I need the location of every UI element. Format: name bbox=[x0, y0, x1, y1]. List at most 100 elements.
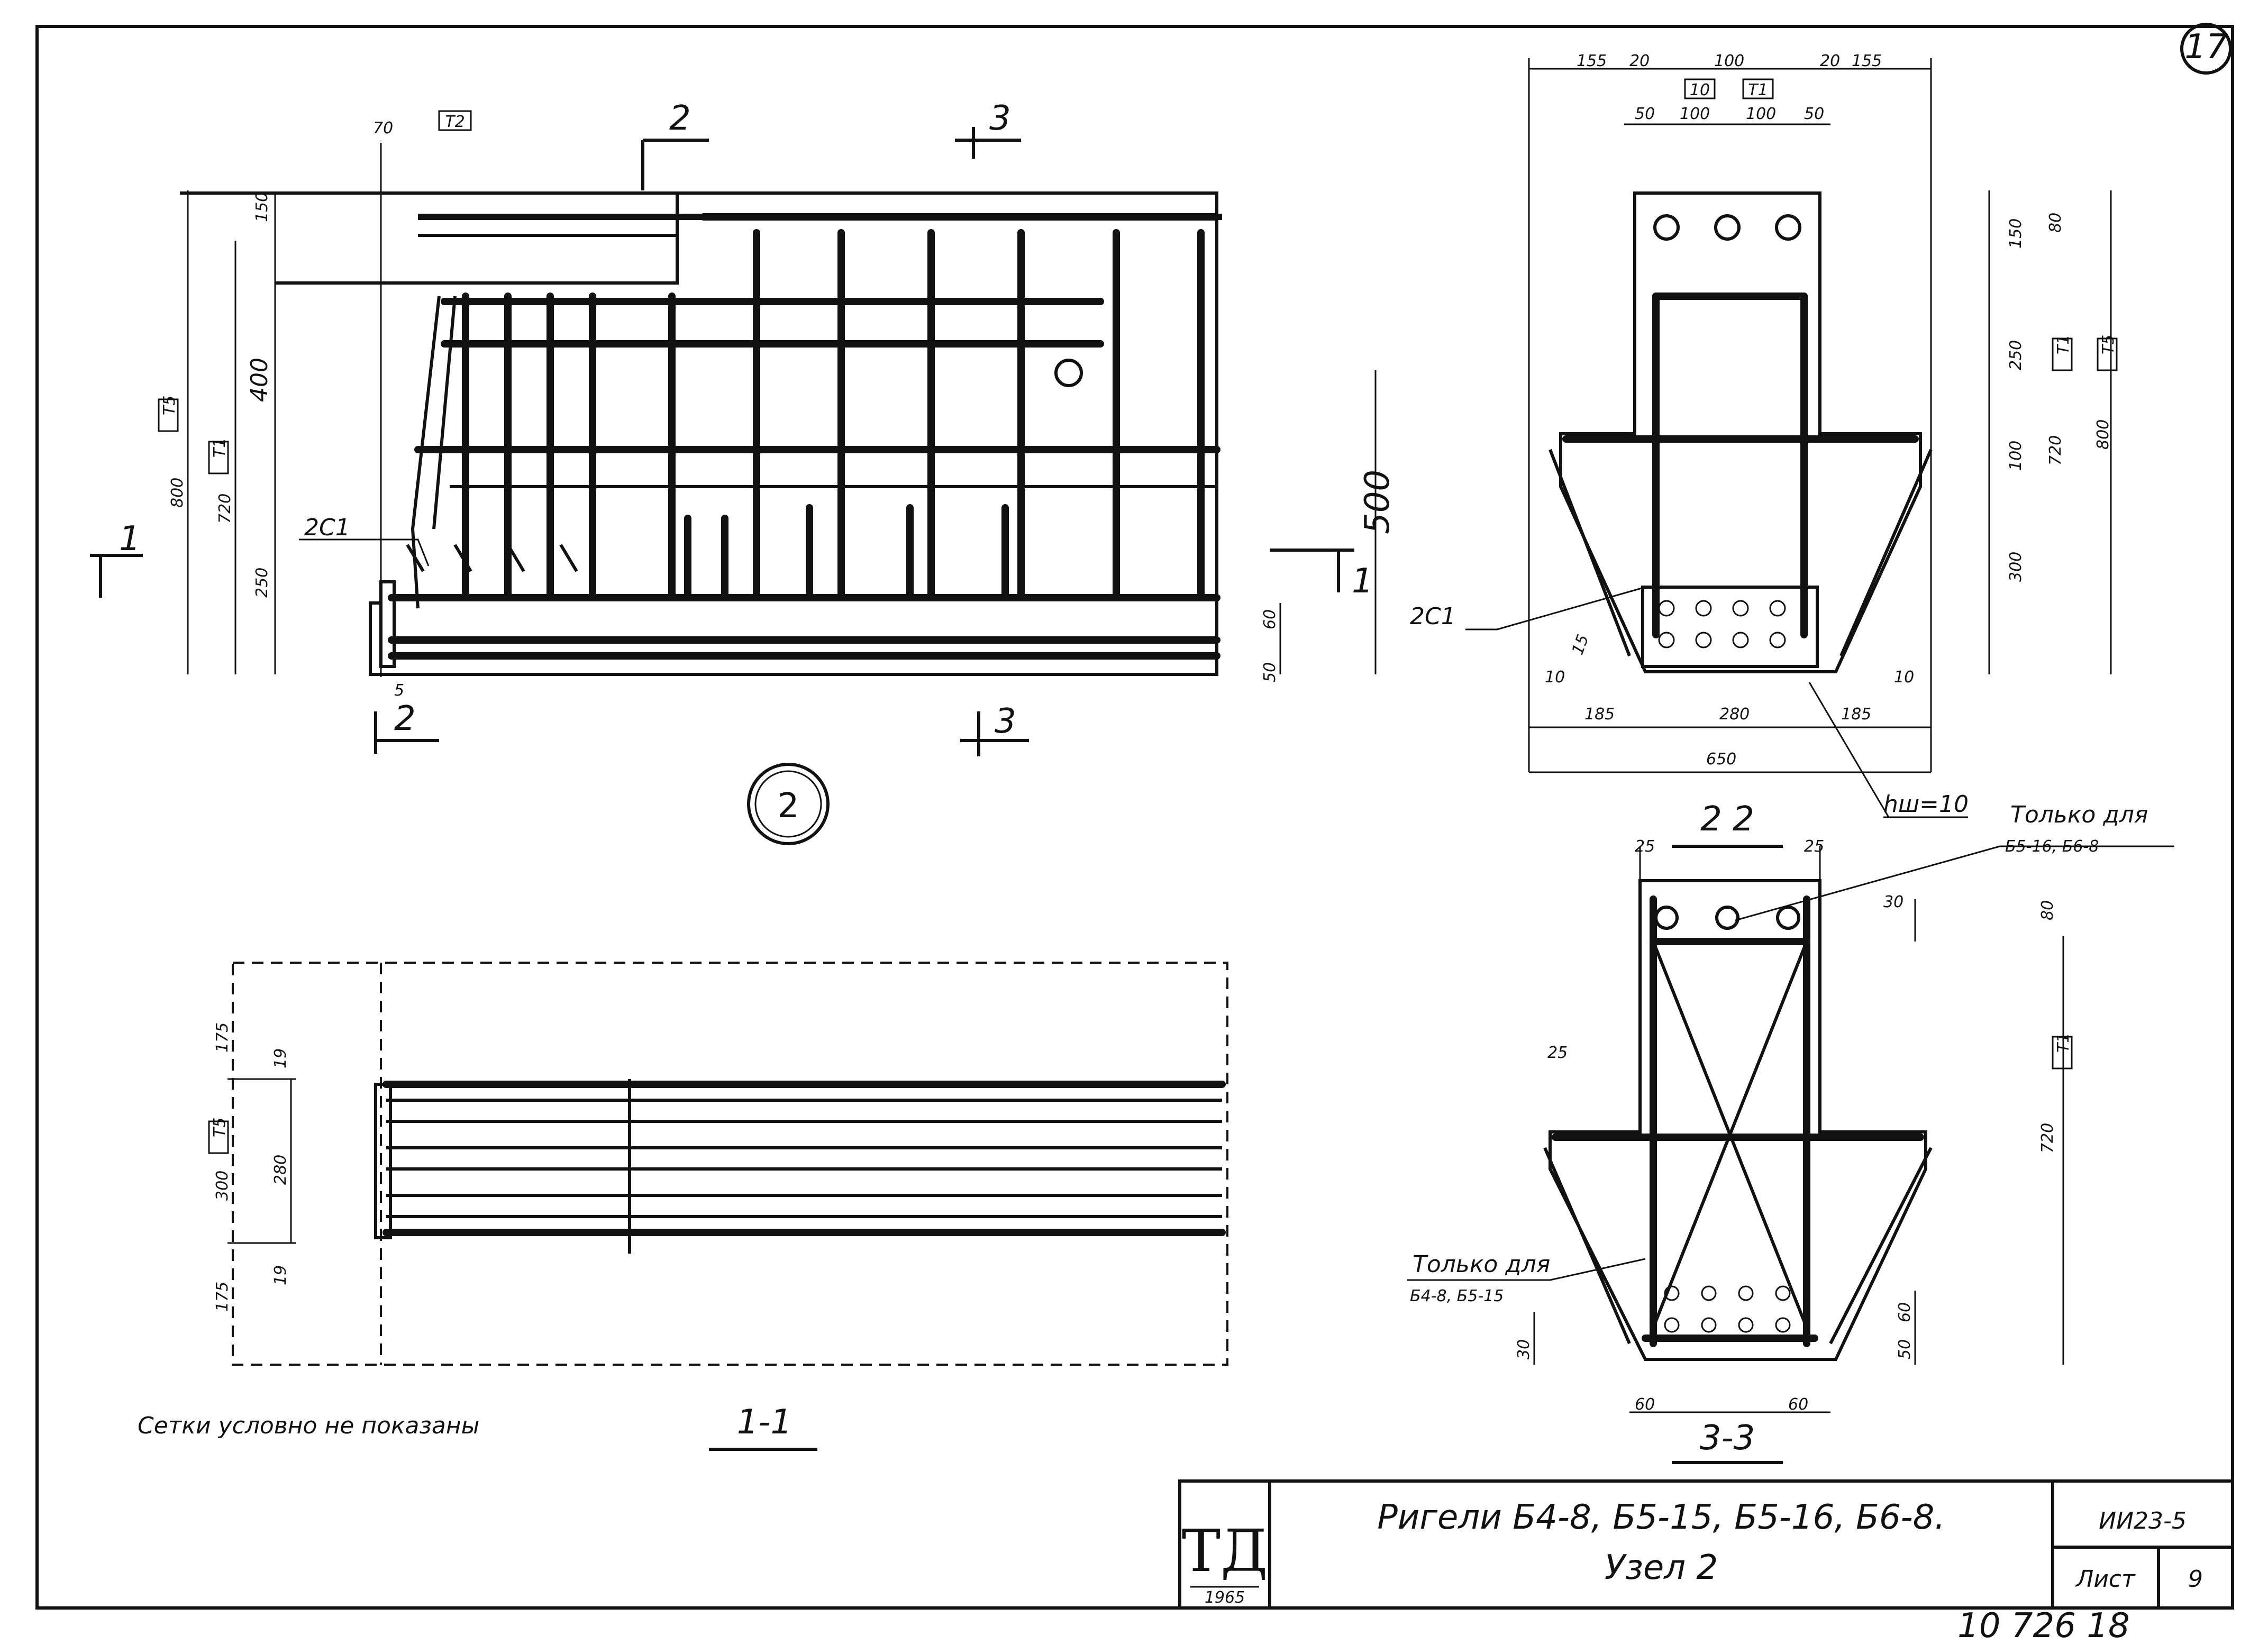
svg-text:720: 720 bbox=[2038, 1123, 2057, 1153]
svg-text:175: 175 bbox=[213, 1282, 232, 1312]
svg-text:Т5: Т5 bbox=[2099, 335, 2118, 354]
svg-text:hш=10: hш=10 bbox=[1883, 791, 1969, 818]
svg-text:17: 17 bbox=[2184, 28, 2228, 67]
svg-text:Т1: Т1 bbox=[2054, 1033, 2073, 1053]
svg-text:Т1: Т1 bbox=[1748, 81, 1768, 99]
svg-text:2С1: 2С1 bbox=[1410, 603, 1456, 630]
svg-text:500: 500 bbox=[1358, 470, 1397, 534]
svg-text:250: 250 bbox=[253, 568, 271, 598]
cut-marker-1-right: 1 bbox=[1270, 549, 1373, 601]
svg-text:3: 3 bbox=[989, 99, 1011, 138]
cut-marker-3-top: 3 bbox=[955, 99, 1021, 159]
svg-text:10: 10 bbox=[1894, 668, 1914, 687]
stamp-series: ИИ23-5 bbox=[2099, 1507, 2187, 1534]
svg-text:Т1: Т1 bbox=[211, 438, 229, 458]
svg-text:280: 280 bbox=[271, 1155, 290, 1185]
svg-text:150: 150 bbox=[2007, 218, 2025, 249]
svg-text:100: 100 bbox=[1746, 105, 1776, 123]
section-title-2-2: 2 2 bbox=[1672, 800, 1783, 848]
svg-text:1: 1 bbox=[119, 519, 141, 559]
svg-text:80: 80 bbox=[2038, 900, 2057, 920]
svg-text:50: 50 bbox=[1896, 1339, 1914, 1359]
svg-text:100: 100 bbox=[1680, 105, 1710, 123]
svg-text:Б4-8, Б5-15: Б4-8, Б5-15 bbox=[1410, 1287, 1504, 1305]
cut-marker-2-top: 2 bbox=[641, 99, 709, 190]
svg-text:50: 50 bbox=[1635, 105, 1655, 123]
svg-text:20: 20 bbox=[1629, 52, 1650, 70]
svg-text:30: 30 bbox=[1883, 893, 1903, 911]
svg-text:300: 300 bbox=[2007, 552, 2025, 582]
svg-text:20: 20 bbox=[1820, 52, 1840, 70]
svg-text:3-3: 3-3 bbox=[1700, 1419, 1755, 1458]
svg-text:10: 10 bbox=[1545, 668, 1565, 687]
svg-text:2С1: 2С1 bbox=[304, 514, 350, 541]
cut-marker-1-left: 1 bbox=[90, 519, 143, 598]
svg-text:Б5-16, Б6-8: Б5-16, Б6-8 bbox=[2005, 837, 2099, 856]
svg-text:Т5: Т5 bbox=[160, 396, 179, 415]
svg-text:50: 50 bbox=[1261, 662, 1279, 682]
svg-text:800: 800 bbox=[2094, 419, 2112, 450]
svg-text:2: 2 bbox=[778, 787, 799, 826]
svg-text:70: 70 bbox=[373, 119, 393, 138]
svg-text:280: 280 bbox=[1719, 705, 1750, 724]
svg-text:Т5: Т5 bbox=[211, 1118, 229, 1137]
svg-text:175: 175 bbox=[213, 1022, 232, 1053]
plan-view-1-1: 175 19 300 280 19 175 Т5 bbox=[208, 962, 1228, 1366]
svg-text:2: 2 bbox=[394, 699, 416, 738]
svg-text:250: 250 bbox=[2007, 340, 2025, 370]
elevation-view: 150 400 800 720 250 500 60 50 70 5 Т2 Т5… bbox=[90, 99, 1397, 756]
section-title-1-1: 1-1 bbox=[709, 1403, 817, 1451]
svg-text:ТД: ТД bbox=[1182, 1517, 1268, 1585]
section-title-3-3: 3-3 bbox=[1672, 1419, 1783, 1464]
bottom-code: 10 726 18 bbox=[1957, 1606, 2130, 1643]
section-1-1: 155 20 100 20 155 50 100 100 50 10 Т1 15… bbox=[1410, 52, 2118, 818]
svg-text:60: 60 bbox=[1261, 609, 1279, 629]
svg-text:720: 720 bbox=[216, 494, 234, 524]
title-block: ТД 1965 Ригели Б4-8, Б5-15, Б5-16, Б6-8.… bbox=[1178, 1479, 2234, 1610]
svg-text:Только для: Только для bbox=[1413, 1251, 1550, 1278]
svg-text:650: 650 bbox=[1706, 750, 1736, 769]
svg-text:15: 15 bbox=[1569, 632, 1593, 657]
svg-text:2 2: 2 2 bbox=[1700, 800, 1754, 839]
svg-text:155: 155 bbox=[1577, 52, 1607, 70]
svg-text:60: 60 bbox=[1896, 1302, 1914, 1322]
stamp-title-line2: Узел 2 bbox=[1605, 1548, 1718, 1587]
node-label: 2 bbox=[747, 763, 830, 845]
svg-text:100: 100 bbox=[2007, 441, 2025, 471]
stamp-sheet-label: Лист bbox=[2075, 1566, 2136, 1593]
td-logo: ТД 1965 bbox=[1182, 1517, 1268, 1607]
svg-text:720: 720 bbox=[2046, 435, 2065, 465]
svg-text:155: 155 bbox=[1852, 52, 1882, 70]
svg-text:50: 50 bbox=[1804, 105, 1824, 123]
svg-text:1-1: 1-1 bbox=[737, 1403, 793, 1442]
svg-text:3: 3 bbox=[995, 702, 1016, 741]
svg-text:80: 80 bbox=[2046, 213, 2065, 233]
svg-text:5: 5 bbox=[394, 681, 404, 700]
note-meshes-not-shown: Сетки условно не показаны bbox=[138, 1412, 479, 1439]
svg-text:25: 25 bbox=[1804, 837, 1824, 856]
stamp-sheet-no: 9 bbox=[2188, 1566, 2203, 1593]
sheet-number-badge: 17 bbox=[2180, 23, 2232, 75]
svg-text:Только для: Только для bbox=[2010, 801, 2148, 828]
svg-text:300: 300 bbox=[213, 1171, 232, 1201]
svg-text:10: 10 bbox=[1690, 81, 1710, 99]
svg-text:19: 19 bbox=[271, 1048, 290, 1068]
svg-text:60: 60 bbox=[1635, 1395, 1655, 1414]
svg-text:100: 100 bbox=[1714, 52, 1744, 70]
svg-text:800: 800 bbox=[168, 478, 187, 508]
sheet-frame bbox=[35, 25, 2234, 1610]
cut-marker-2-bottom: 2 bbox=[374, 699, 439, 754]
svg-text:1965: 1965 bbox=[1205, 1588, 1245, 1607]
stamp-title-line1: Ригели Б4-8, Б5-15, Б5-16, Б6-8. bbox=[1377, 1498, 1945, 1537]
section-2-2-3-3: 2 2 25 25 30 80 25 720 60 50 30 60 60 Т1 bbox=[1407, 800, 2174, 1464]
svg-text:Т1: Т1 bbox=[2054, 335, 2073, 354]
svg-text:25: 25 bbox=[1635, 837, 1655, 856]
svg-text:150: 150 bbox=[253, 192, 271, 222]
svg-text:60: 60 bbox=[1788, 1395, 1808, 1414]
svg-text:25: 25 bbox=[1547, 1044, 1568, 1062]
svg-text:185: 185 bbox=[1584, 705, 1615, 724]
svg-text:2: 2 bbox=[669, 99, 691, 138]
svg-text:400: 400 bbox=[246, 358, 273, 402]
